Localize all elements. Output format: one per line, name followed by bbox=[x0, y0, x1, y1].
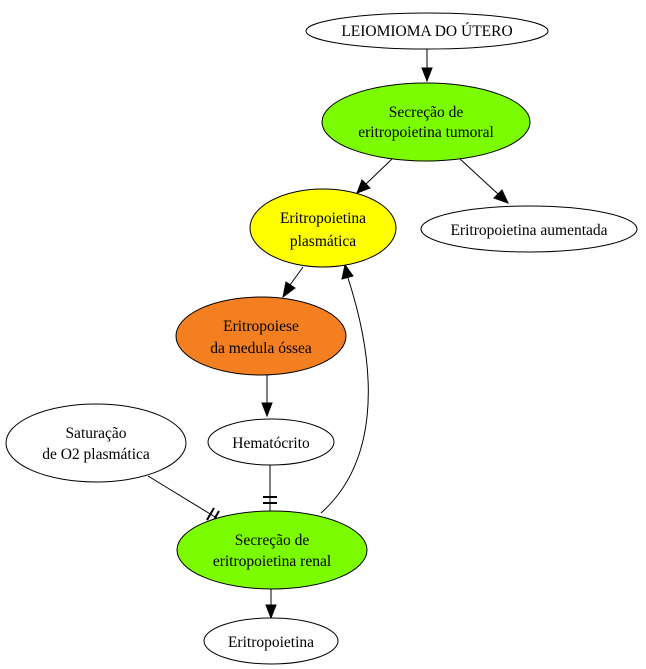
arrowhead-icon bbox=[282, 281, 296, 299]
node-label: Eritropoietina aumentada bbox=[450, 222, 607, 239]
node-shape bbox=[176, 510, 368, 590]
node-shape bbox=[203, 617, 339, 665]
arrowhead-icon bbox=[261, 402, 273, 418]
arrowhead-icon bbox=[356, 179, 371, 194]
node-shape bbox=[321, 82, 531, 162]
node-label-line-2: eritropoietina renal bbox=[213, 553, 331, 570]
node-secrecao-tumoral: Secreção de eritropoietina tumoral bbox=[321, 82, 531, 162]
node-label-line-1: Eritropoiese bbox=[223, 318, 299, 335]
node-hematocrito: Hematócrito bbox=[207, 418, 335, 466]
edge-secrecao-tumoral-to-epo-aumentada bbox=[459, 158, 499, 195]
node-label-line-2: de O2 plasmática bbox=[42, 446, 150, 463]
node-label-line-2: da medula óssea bbox=[210, 340, 312, 357]
node-label: Hematócrito bbox=[232, 435, 310, 452]
edge-saturacao-inhibits-secrecao-renal bbox=[147, 475, 226, 524]
edge-secrecao-tumoral-to-epo-plasmatica bbox=[365, 158, 393, 185]
node-shape bbox=[5, 403, 187, 483]
node-shape bbox=[175, 296, 347, 376]
inhibition-bar-icon bbox=[206, 507, 215, 521]
node-leiomioma: LEIOMIOMA DO ÚTERO bbox=[305, 12, 549, 50]
node-label-line-2: plasmática bbox=[290, 233, 356, 250]
node-label: Eritropoietina bbox=[228, 634, 314, 651]
edge-epo-plasmatica-to-eritropoiese bbox=[289, 266, 304, 286]
node-saturacao: Saturação de O2 plasmática bbox=[5, 403, 187, 483]
node-eritropoiese: Eritropoiese da medula óssea bbox=[175, 296, 347, 376]
node-epo-plasmatica: Eritropoietina plasmática bbox=[249, 188, 397, 268]
node-label: LEIOMIOMA DO ÚTERO bbox=[341, 23, 512, 40]
arrowhead-icon bbox=[341, 263, 354, 280]
node-epo-aumentada: Eritropoietina aumentada bbox=[420, 205, 638, 253]
node-eritropoietina: Eritropoietina bbox=[203, 617, 339, 665]
arrowhead-icon bbox=[493, 189, 509, 204]
node-shape bbox=[249, 188, 397, 268]
edges bbox=[147, 48, 509, 620]
edge-secrecao-renal-to-epo-plasmatica bbox=[320, 277, 369, 514]
node-label-line-1: Secreção de bbox=[235, 532, 310, 549]
node-label-line-2: eritropoietina tumoral bbox=[358, 124, 494, 141]
node-secrecao-renal: Secreção de eritropoietina renal bbox=[176, 510, 368, 590]
node-shape bbox=[305, 12, 549, 50]
node-label-line-1: Secreção de bbox=[389, 104, 464, 121]
arrowhead-icon bbox=[265, 604, 277, 620]
node-label-line-1: Eritropoietina bbox=[280, 210, 366, 227]
node-shape bbox=[420, 205, 638, 253]
node-label-line-1: Saturação bbox=[65, 425, 126, 442]
arrowhead-icon bbox=[421, 67, 433, 83]
node-shape bbox=[207, 418, 335, 466]
